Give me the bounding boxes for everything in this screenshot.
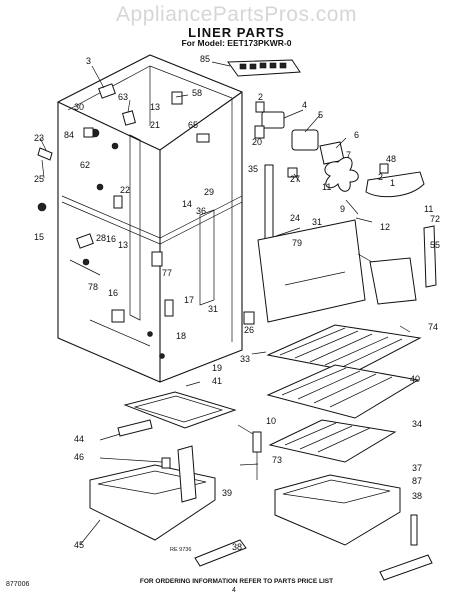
part-label: 26 [244, 325, 254, 335]
part-label: 16 [106, 234, 116, 244]
model-line: For Model: EET173PKWR-0 [181, 38, 292, 48]
part-label: 36 [196, 206, 206, 216]
cabinet-liner [57, 54, 243, 383]
part-label: 7 [346, 150, 351, 160]
part-label: 46 [74, 452, 84, 462]
part-label: 14 [182, 199, 192, 209]
part-label: 40 [410, 374, 420, 384]
part-label: 45 [74, 540, 84, 550]
part-label: 5 [318, 110, 323, 120]
part-label: 29 [204, 187, 214, 197]
reference-code: RE 9736 [170, 547, 191, 553]
part-label: 84 [64, 130, 74, 140]
callout-leaders [39, 61, 411, 546]
shelves [117, 324, 422, 463]
part-label: 3 [86, 56, 91, 66]
part-label: 78 [88, 282, 98, 292]
part-label: 58 [192, 88, 202, 98]
part-label: 2 [378, 172, 383, 182]
part-label: 23 [34, 133, 44, 143]
part-label: 12 [380, 222, 390, 232]
part-label: 63 [118, 92, 128, 102]
part-label: 72 [430, 214, 440, 224]
part-label: 48 [386, 154, 396, 164]
part-label: 21 [150, 120, 160, 130]
part-label: 41 [212, 376, 222, 386]
part-label: 20 [252, 137, 262, 147]
part-label: 11 [322, 182, 331, 192]
part-label: 15 [34, 232, 44, 242]
part-label: 62 [80, 160, 90, 170]
part-label: 31 [208, 304, 218, 314]
part-label: 27 [290, 174, 300, 184]
part-label: 79 [292, 238, 302, 248]
part-label: 31 [312, 217, 322, 227]
part-label: 38 [232, 542, 242, 552]
part-label: 28 [96, 233, 106, 243]
part-label: 35 [248, 164, 258, 174]
part-label: 24 [290, 213, 300, 223]
part-label: 25 [34, 174, 44, 184]
part-label: 1 [390, 178, 395, 188]
diagram-title: LINER PARTS [188, 25, 285, 40]
part-label: 39 [222, 488, 232, 498]
part-label: 87 [412, 476, 422, 486]
part-label: 6 [354, 130, 359, 140]
part-label: 17 [184, 295, 194, 305]
part-label: 2 [258, 92, 263, 102]
document-number: 877006 [6, 581, 30, 588]
part-label: 18 [176, 331, 186, 341]
ordering-footer: FOR ORDERING INFORMATION REFER TO PARTS … [139, 578, 334, 585]
cabinet-hardware [37, 83, 210, 359]
part-label: 85 [200, 54, 210, 64]
crispers [89, 431, 433, 581]
page-number: 4 [232, 587, 236, 594]
part-label: 38 [412, 491, 422, 501]
part-label: 65 [188, 120, 198, 130]
part-label: 9 [340, 204, 345, 214]
watermark: AppliancePartsPros.com [116, 3, 357, 26]
part-label: 37 [412, 463, 422, 473]
part-label: 33 [240, 354, 250, 364]
part-label: 73 [272, 455, 282, 465]
part-label: 55 [430, 240, 440, 250]
part-label: 44 [74, 434, 84, 444]
part-label: 4 [302, 100, 307, 110]
part-label: 19 [212, 363, 222, 373]
part-label: 11 [424, 204, 433, 214]
part-label: 30 [74, 102, 84, 112]
part-label: 13 [150, 102, 160, 112]
part-label: 22 [120, 185, 130, 195]
part-label: 16 [108, 288, 118, 298]
part-label: 77 [162, 268, 172, 278]
part-label: 34 [412, 419, 422, 429]
fan-and-control-parts [227, 59, 437, 325]
part-label: 10 [266, 416, 276, 426]
part-label: 74 [428, 322, 438, 332]
part-label: 13 [118, 240, 128, 250]
